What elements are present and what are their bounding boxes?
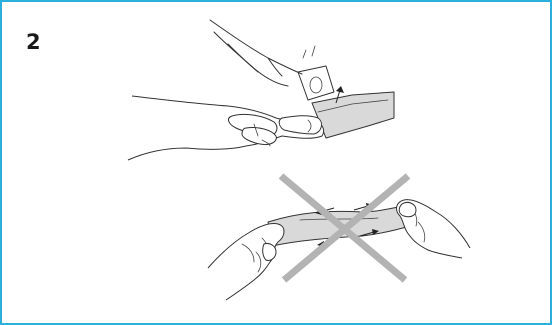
stretch-strip-prohibited-icon bbox=[208, 176, 470, 300]
peel-backing-hands-icon bbox=[128, 20, 394, 160]
